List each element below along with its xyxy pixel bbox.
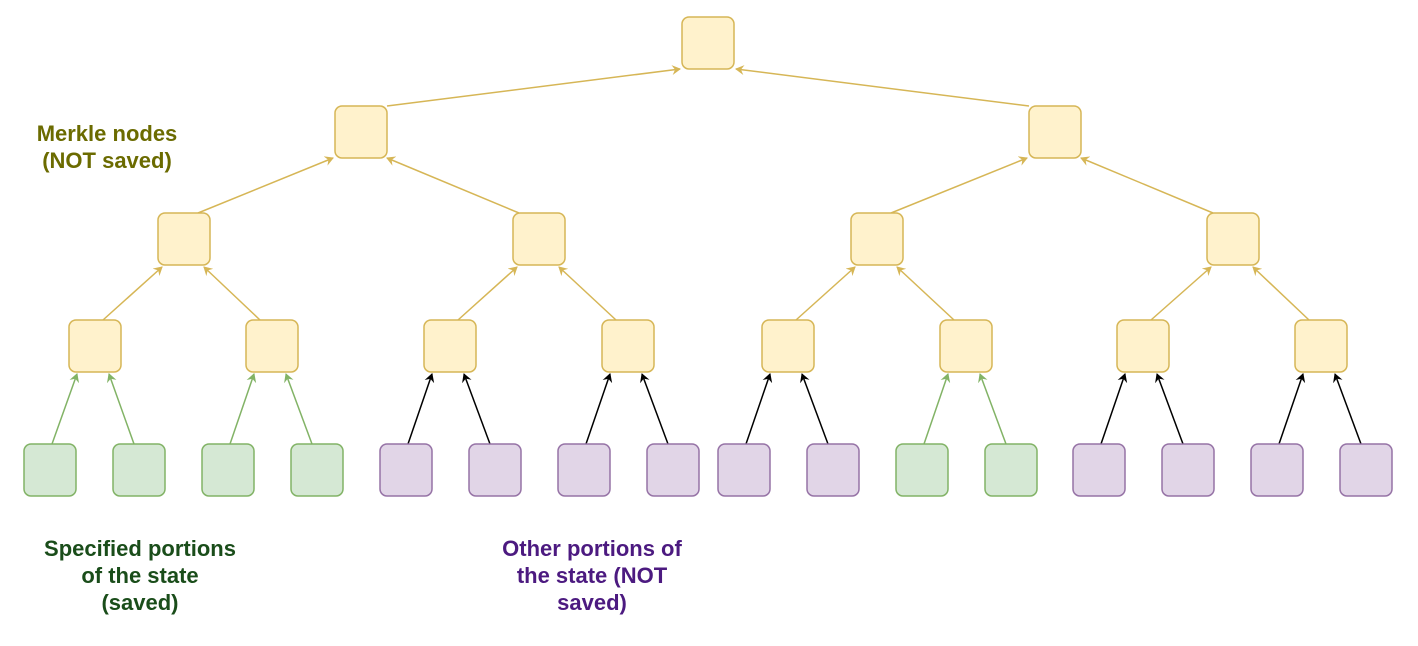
unsaved-state-leaf-9 — [717, 443, 771, 497]
unsaved-state-leaf-15 — [1250, 443, 1304, 497]
merkle-nodes-label-line1: Merkle nodes — [36, 121, 178, 146]
edge-leaf-1 — [51, 373, 80, 445]
edge-leaf-13 — [1100, 373, 1128, 445]
merkle-node-l3-4 — [601, 319, 655, 373]
unsaved-state-leaf-13 — [1072, 443, 1126, 497]
other-portions-label: Other portions of the state (NOT saved) — [478, 535, 706, 616]
merkle-node-l3-3 — [423, 319, 477, 373]
edge-leaf-12 — [978, 373, 1007, 445]
edge-leaf-2 — [106, 373, 135, 445]
edge-l3-1 — [102, 266, 163, 321]
merkle-node-l1-1 — [334, 105, 388, 159]
merkle-node-l3-1 — [68, 319, 122, 373]
unsaved-state-leaf-16 — [1339, 443, 1393, 497]
edge-leaf-14 — [1155, 373, 1184, 445]
edge-leaf-7 — [585, 373, 613, 445]
unsaved-state-leaf-10 — [806, 443, 860, 497]
tree-nodes — [23, 16, 1393, 497]
specified-portions-label: Specified portions of the state (saved) — [22, 535, 258, 616]
edge-leaf-8 — [640, 373, 669, 445]
edge-leaf-3 — [229, 373, 257, 445]
saved-state-leaf-12 — [984, 443, 1038, 497]
edge-leaf-15 — [1278, 373, 1306, 445]
specified-portions-label-line2: of the state — [81, 563, 199, 588]
edge-l3-3 — [457, 266, 518, 321]
saved-state-leaf-1 — [23, 443, 77, 497]
saved-state-leaf-3 — [201, 443, 255, 497]
merkle-node-l2-3 — [850, 212, 904, 266]
edge-l2-2 — [386, 156, 520, 214]
merkle-node-l3-5 — [761, 319, 815, 373]
edge-l2-3 — [890, 156, 1028, 214]
merkle-nodes-label: Merkle nodes (NOT saved) — [12, 120, 202, 174]
merkle-node-l3-6 — [939, 319, 993, 373]
unsaved-state-leaf-8 — [646, 443, 700, 497]
merkle-node-l3-8 — [1294, 319, 1348, 373]
unsaved-state-leaf-7 — [557, 443, 611, 497]
edge-l3-4 — [558, 266, 617, 321]
edge-l1-2 — [735, 65, 1030, 107]
edge-l3-2 — [203, 266, 261, 321]
edge-leaf-11 — [923, 373, 951, 445]
unsaved-state-leaf-14 — [1161, 443, 1215, 497]
edge-leaf-6 — [462, 373, 491, 445]
other-portions-label-line3: saved) — [557, 590, 627, 615]
edge-l3-6 — [896, 266, 955, 321]
specified-portions-label-line1: Specified portions — [44, 536, 236, 561]
merkle-root-node — [681, 16, 735, 70]
specified-portions-label-line3: (saved) — [101, 590, 179, 615]
edge-leaf-9 — [745, 373, 773, 445]
edge-leaf-16 — [1333, 373, 1362, 445]
merkle-node-l3-2 — [245, 319, 299, 373]
merkle-node-l1-2 — [1028, 105, 1082, 159]
merkle-nodes-label-line2: (NOT saved) — [42, 148, 172, 173]
merkle-node-l3-7 — [1116, 319, 1170, 373]
edge-l3-7 — [1150, 266, 1212, 321]
merkle-node-l2-4 — [1206, 212, 1260, 266]
unsaved-state-leaf-5 — [379, 443, 433, 497]
edge-l2-4 — [1080, 156, 1214, 214]
merkle-node-l2-1 — [157, 212, 211, 266]
other-portions-label-line1: Other portions of — [502, 536, 682, 561]
edge-l1-1 — [386, 65, 681, 107]
unsaved-state-leaf-6 — [468, 443, 522, 497]
edge-l3-5 — [795, 266, 856, 321]
merkle-node-l2-2 — [512, 212, 566, 266]
edge-leaf-10 — [800, 373, 829, 445]
edge-leaf-4 — [284, 373, 313, 445]
tree-edges — [51, 65, 1362, 445]
edge-l3-8 — [1252, 266, 1310, 321]
saved-state-leaf-11 — [895, 443, 949, 497]
edge-leaf-5 — [407, 373, 435, 445]
saved-state-leaf-4 — [290, 443, 344, 497]
other-portions-label-line2: the state (NOT — [516, 563, 668, 588]
edge-l2-1 — [197, 156, 334, 214]
saved-state-leaf-2 — [112, 443, 166, 497]
